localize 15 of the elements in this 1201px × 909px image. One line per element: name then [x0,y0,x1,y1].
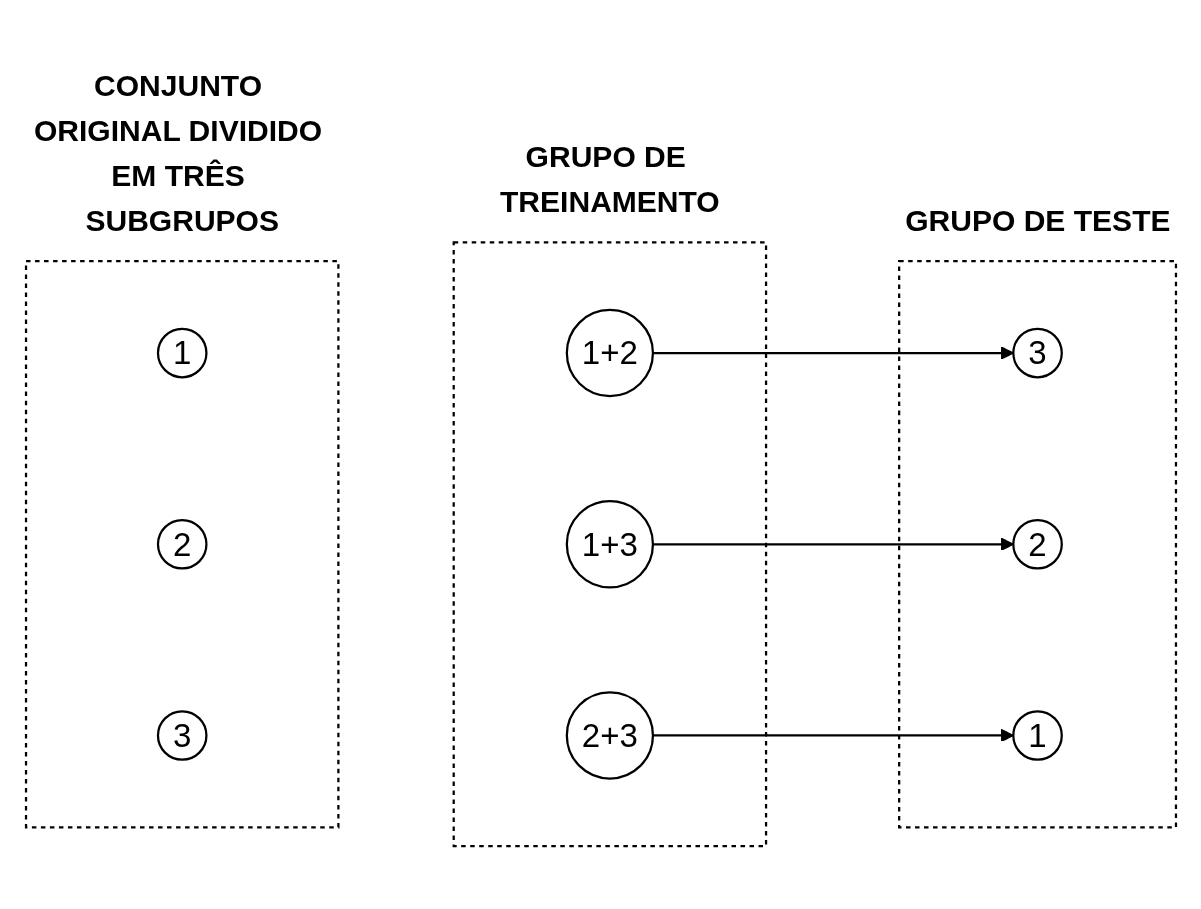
node-circle: 1+2 [565,308,654,398]
node-circle: 2 [1011,518,1063,570]
node-label: GRUPO DE TREINAMENTO [499,140,720,219]
node-circle: 1 [156,327,208,379]
cluster [24,260,339,829]
node-label: CONJUNTO ORIGINAL DIVIDIDO EM TRÊS SUBGRUPOS [33,68,322,238]
cluster [452,241,767,848]
node-circle: 3 [156,710,208,761]
node-circle: 3 [1011,327,1063,379]
cluster [897,260,1177,829]
node-circle: 2+3 [565,691,654,780]
node-circle: 1+3 [565,500,654,589]
node-label: GRUPO DE TESTE [904,204,1171,238]
node-circle: 1 [1011,710,1063,761]
node-circle: 2 [156,518,208,570]
